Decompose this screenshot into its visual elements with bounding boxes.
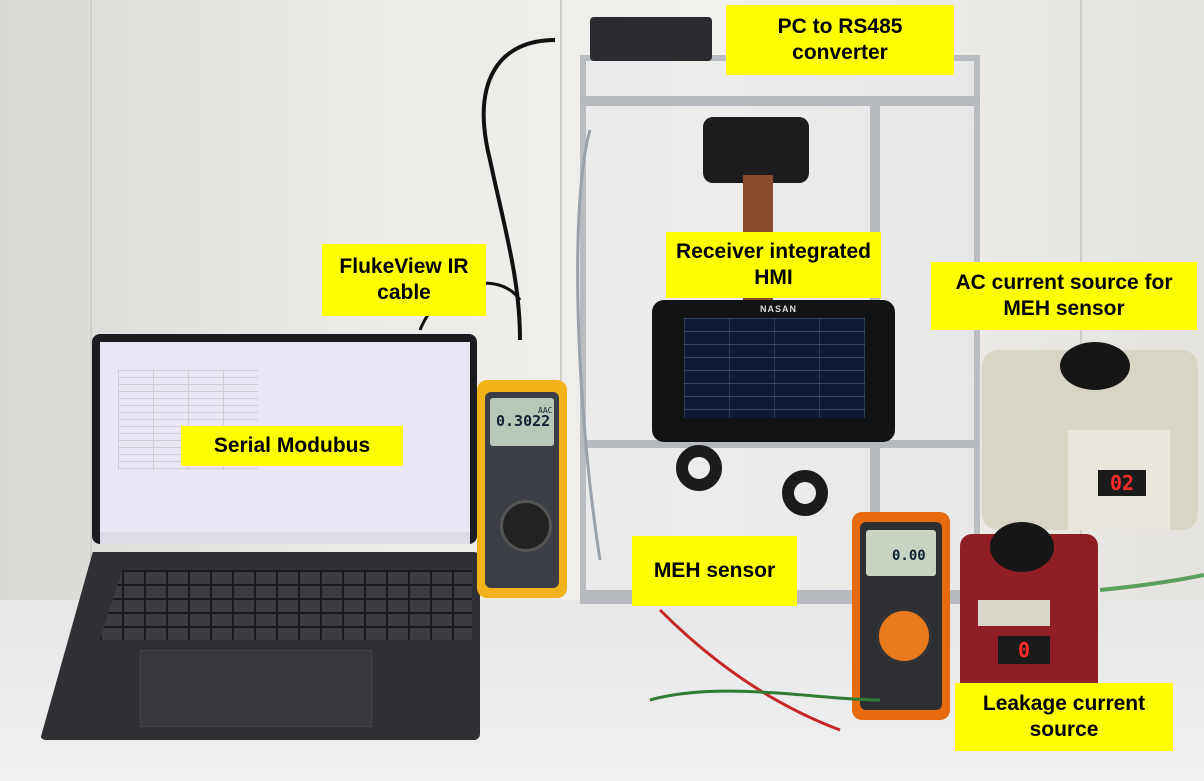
test-lead-green <box>649 689 881 702</box>
fluke-rotary-dial <box>500 500 552 552</box>
hmi-brand: NASAN <box>760 304 798 314</box>
wall-panel-seam <box>90 0 92 560</box>
ac-source-knob <box>1060 342 1130 390</box>
upper-sensor-module <box>703 117 809 183</box>
fluke-display: 0.3022 AAC <box>490 398 554 446</box>
ground-cable <box>1099 573 1204 592</box>
keysight-reading: 0.00 <box>892 548 926 564</box>
signal-cable <box>576 129 602 561</box>
fluke-reading: 0.3022 <box>496 412 551 430</box>
laptop-trackpad <box>140 650 372 727</box>
label-ac-source: AC current source for MEH sensor <box>931 262 1197 330</box>
keysight-rotary-dial <box>876 608 932 664</box>
leakage-source-display: 0 <box>998 636 1050 664</box>
label-flukeview: FlukeView IR cable <box>322 244 486 316</box>
label-meh: MEH sensor <box>632 536 797 606</box>
hmi-screen <box>684 318 865 418</box>
label-leakage: Leakage current source <box>955 683 1173 751</box>
fluke-unit: AAC <box>538 406 553 415</box>
ac-source-display: 02 <box>1098 470 1146 496</box>
label-converter: PC to RS485 converter <box>726 5 954 75</box>
frame-crossbar <box>580 440 980 448</box>
wall-panel-seam <box>560 0 562 560</box>
leakage-source-nameplate <box>978 600 1050 626</box>
keysight-display: 0.00 <box>866 530 936 576</box>
label-hmi: Receiver integrated HMI <box>666 232 881 298</box>
test-lead-red <box>658 608 841 732</box>
label-modbus: Serial Modubus <box>181 426 403 466</box>
rs485-converter <box>590 17 712 61</box>
frame-crossbar <box>580 96 980 106</box>
usb-cable <box>481 38 556 341</box>
leakage-source-knob <box>990 522 1054 572</box>
laptop-taskbar <box>100 532 470 544</box>
laptop-keyboard <box>100 570 472 640</box>
